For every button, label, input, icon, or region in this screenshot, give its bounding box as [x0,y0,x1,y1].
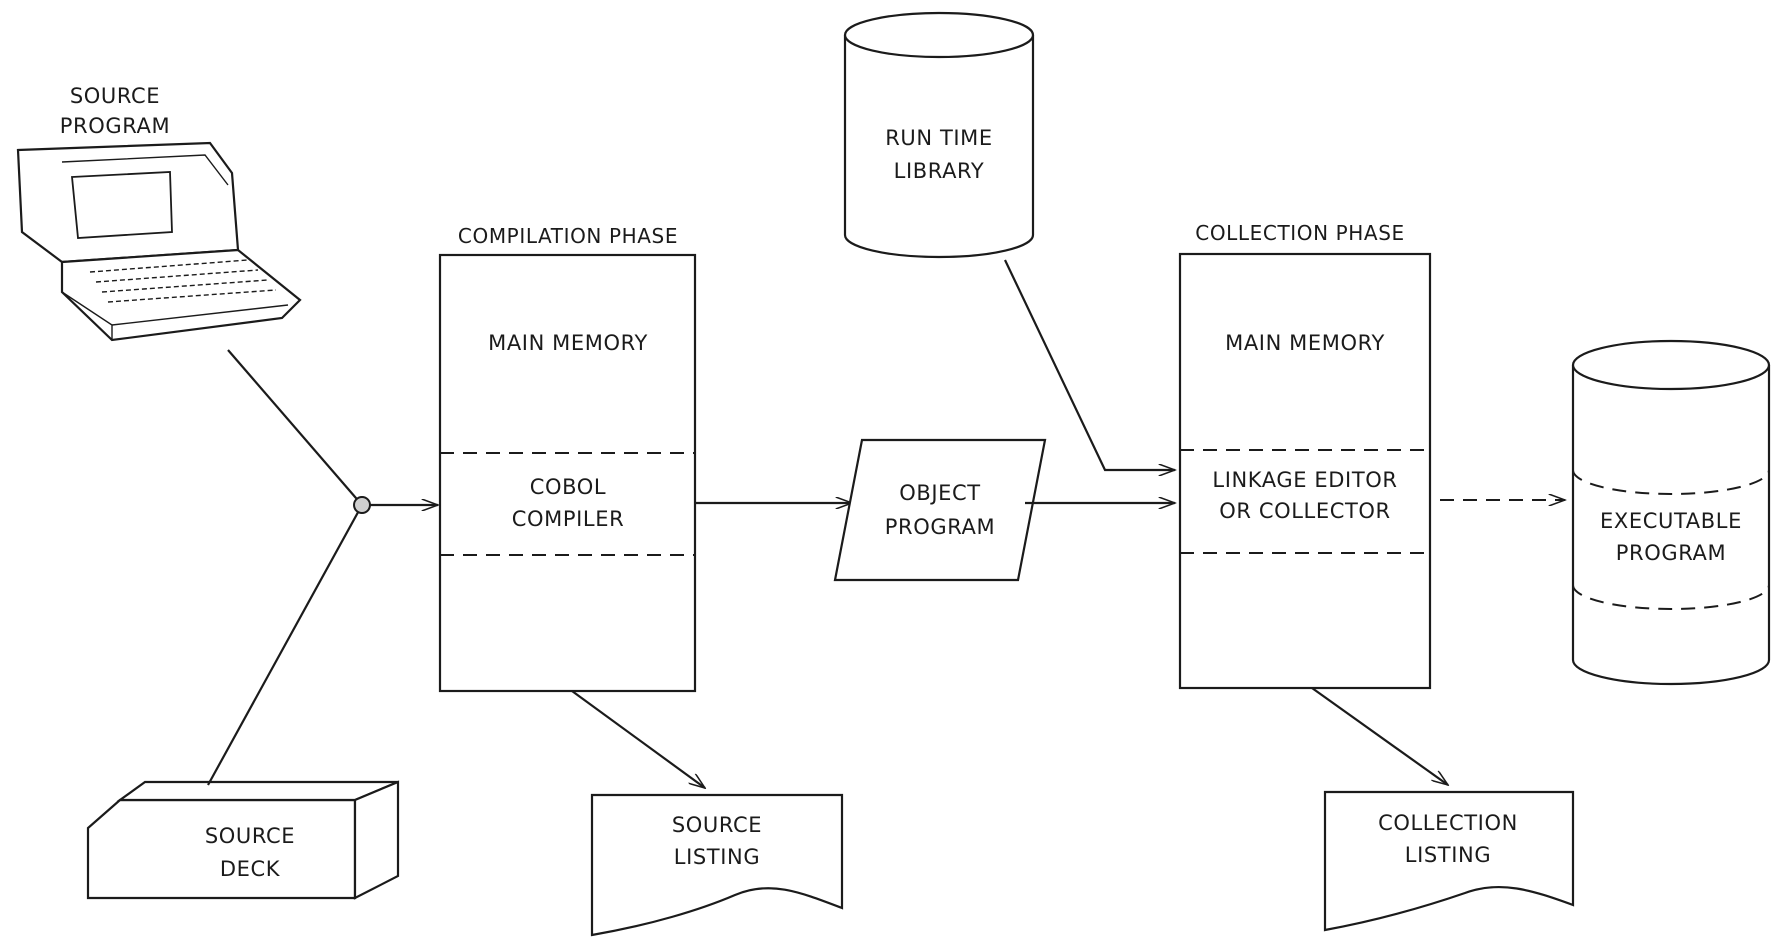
object-program-shape [833,438,1047,582]
run-time-library-line2: LIBRARY [894,159,985,183]
compilation-phase-title: COMPILATION PHASE [458,224,678,248]
source-deck-line1: SOURCE [205,824,295,848]
executable-program-line2: PROGRAM [1616,541,1726,565]
executable-program-line1: EXECUTABLE [1600,509,1742,533]
cobol-compiler-line1: COBOL [530,475,606,499]
run-time-library-cylinder [843,11,1035,259]
source-deck-line2: DECK [220,857,281,881]
arrow-to-collection-listing [1311,687,1448,785]
object-program-line1: OBJECT [899,481,981,505]
compilation-memory-box [438,253,697,693]
linkage-editor-line1: LINKAGE EDITOR [1212,468,1397,492]
arrow-to-source-listing [571,690,705,788]
source-deck-shape [86,780,400,900]
terminal-connector [227,349,363,506]
collection-listing-document [1323,790,1575,932]
cobol-compiler-line2: COMPILER [512,507,625,531]
collection-phase-title: COLLECTION PHASE [1195,221,1404,245]
collection-memory-box [1178,252,1432,690]
compilation-main-memory: MAIN MEMORY [488,331,648,355]
collection-main-memory: MAIN MEMORY [1225,331,1385,355]
source-listing-document [590,793,844,937]
collection-listing-line2: LISTING [1405,843,1491,867]
junction-dot [353,496,371,514]
object-program-line2: PROGRAM [885,515,995,539]
executable-program-cylinder [1571,339,1771,686]
terminal-label-line1: SOURCE [70,84,160,108]
deck-connector [207,504,363,786]
source-listing-line2: LISTING [674,845,760,869]
arrow-library-to-linkage [1004,259,1175,470]
run-time-library-line1: RUN TIME [885,126,993,150]
linkage-editor-line2: OR COLLECTOR [1219,499,1390,523]
terminal-label-line2: PROGRAM [60,114,170,138]
collection-listing-line1: COLLECTION [1378,811,1518,835]
terminal-icon [16,141,302,342]
source-listing-line1: SOURCE [672,813,762,837]
